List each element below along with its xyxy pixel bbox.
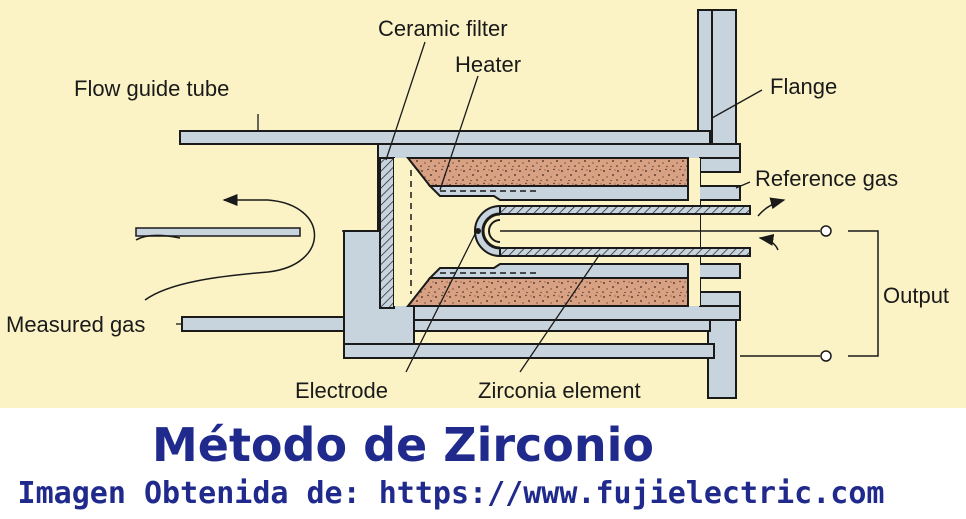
zirconia-tube bbox=[474, 204, 820, 258]
label-zirconia-element: Zirconia element bbox=[478, 378, 641, 403]
output-terminals bbox=[740, 225, 879, 362]
leader-lines bbox=[176, 41, 763, 373]
label-heater: Heater bbox=[455, 52, 521, 77]
measured-gas-inlet-curve bbox=[135, 234, 181, 241]
label-electrode: Electrode bbox=[295, 378, 388, 403]
label-flow-guide-tube: Flow guide tube bbox=[74, 76, 229, 101]
ceramic-filter bbox=[379, 157, 395, 309]
label-measured-gas: Measured gas bbox=[6, 312, 145, 337]
electrode bbox=[475, 228, 481, 234]
label-output: Output bbox=[883, 283, 949, 308]
zirconia-sensor-diagram: Ceramic filter Heater Flow guide tube Fl… bbox=[0, 0, 966, 408]
measured-gas-tube bbox=[135, 227, 301, 237]
label-flange: Flange bbox=[770, 74, 837, 99]
measured-gas-flow bbox=[144, 194, 360, 301]
caption-title: Método de Zirconio bbox=[151, 418, 655, 472]
reference-gas-flow bbox=[757, 197, 786, 251]
label-ceramic-filter: Ceramic filter bbox=[378, 16, 508, 41]
caption-source: Imagen Obtenida de: https://www.fujielec… bbox=[17, 476, 885, 511]
heater bbox=[427, 185, 689, 279]
label-reference-gas: Reference gas bbox=[755, 166, 898, 191]
